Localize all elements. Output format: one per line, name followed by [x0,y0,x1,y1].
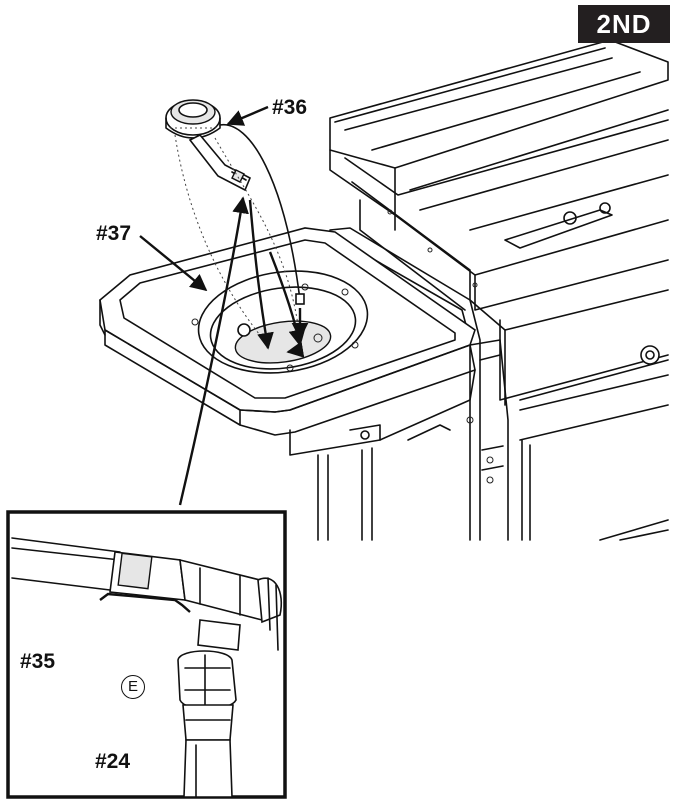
step-badge: 2ND [578,5,670,43]
label-part-e: E [121,675,145,699]
side-burner-part [165,99,305,346]
label-part-35: #35 [20,650,56,673]
label-part-37: #37 [96,222,132,245]
label-part-36: #36 [272,96,308,119]
detail-inset [6,510,287,799]
side-shelf [99,227,476,456]
grill-body [329,39,669,541]
label-part-24: #24 [95,750,131,773]
